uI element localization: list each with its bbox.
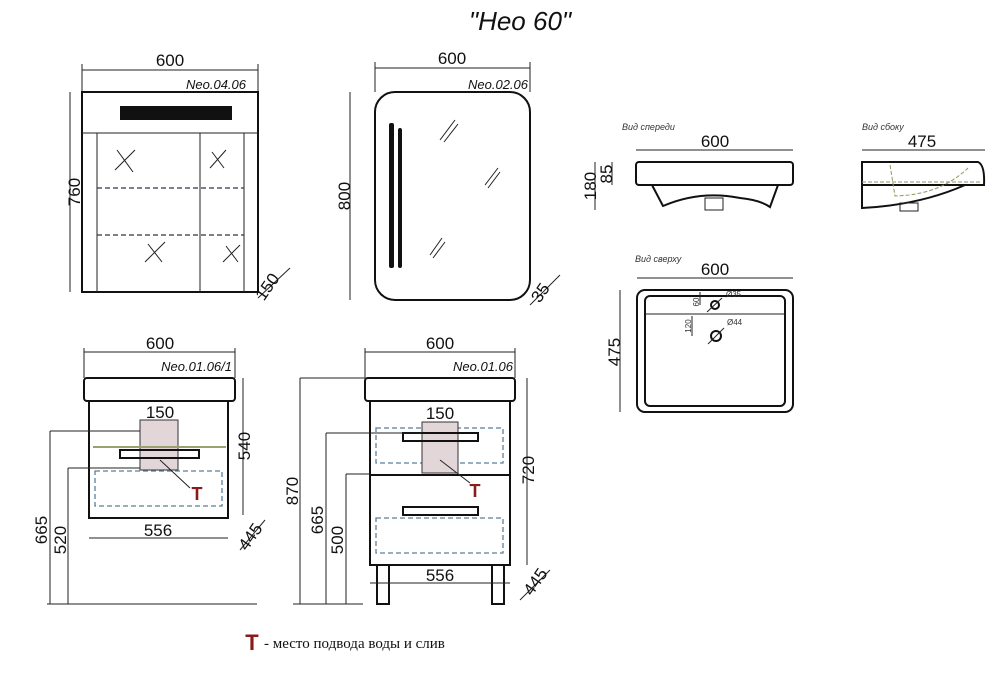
rim-dimension: 85 [597, 165, 616, 184]
depth-dimension: 475 [605, 338, 624, 366]
width-dimension: 600 [701, 132, 729, 151]
height-dimension: 720 [519, 456, 538, 484]
basin-top-view: Вид сверху 600 Ø35 Ø44 60 120 475 [605, 254, 794, 413]
service-height-dimension: 500 [328, 526, 347, 554]
legend-mark: T [245, 630, 259, 655]
page-title: "Нео 60" [469, 6, 573, 36]
width-dimension: 600 [156, 51, 184, 70]
depth-dimension: 475 [908, 132, 936, 151]
service-point-mark: T [192, 484, 203, 504]
depth-dimension: 150 [252, 270, 284, 304]
legend: T - место подвода воды и слив [245, 630, 445, 655]
drain-hole-label: Ø44 [727, 318, 743, 327]
width-dimension: 600 [146, 334, 174, 353]
basin-side-view: Вид сбоку 475 [861, 122, 986, 212]
body-width-dimension: 556 [144, 521, 172, 540]
width-dimension: 600 [438, 49, 466, 68]
model-label: Neo.01.06 [453, 359, 514, 374]
body-width-dimension: 556 [426, 566, 454, 585]
total-height-dimension: 870 [283, 477, 302, 505]
height-dimension: 180 [581, 172, 600, 200]
service-point-mark: T [470, 481, 481, 501]
service-width-dimension: 150 [146, 403, 174, 422]
floor-vanity: 600 Neo.01.06 150 T 556 720 445 870 665 … [283, 334, 552, 605]
hanging-vanity: 600 Neo.01.06/1 150 T 556 540 445 665 52… [32, 334, 267, 605]
wall-cabinet: 600 Neo.04.06 760 150 [65, 51, 291, 304]
view-label: Вид сбоку [862, 122, 904, 132]
width-dimension: 600 [426, 334, 454, 353]
top-height-dimension: 665 [32, 516, 51, 544]
depth-dimension: 445 [235, 520, 267, 554]
depth-dimension: 445 [520, 565, 552, 599]
model-label: Neo.01.06/1 [161, 359, 232, 374]
model-label: Neo.04.06 [186, 77, 247, 92]
top-height-dimension: 665 [308, 506, 327, 534]
view-label: Вид сверху [635, 254, 682, 264]
service-height-dimension: 520 [51, 526, 70, 554]
height-dimension: 760 [65, 178, 84, 206]
model-label: Neo.02.06 [468, 77, 529, 92]
drain-offset-label: 120 [684, 319, 693, 333]
basin-front-view: Вид спереди 600 180 85 [581, 122, 794, 211]
light-bar [120, 106, 232, 120]
depth-dimension: 35 [527, 280, 553, 306]
view-label: Вид спереди [622, 122, 675, 132]
legend-text: - место подвода воды и слив [264, 636, 445, 652]
height-dimension: 540 [235, 432, 254, 460]
service-width-dimension: 150 [426, 404, 454, 423]
width-dimension: 600 [701, 260, 729, 279]
height-dimension: 800 [335, 182, 354, 210]
mirror: 600 Neo.02.06 800 35 [335, 49, 561, 306]
tap-hole-label: Ø35 [726, 290, 742, 299]
tap-offset-label: 60 [692, 297, 701, 306]
